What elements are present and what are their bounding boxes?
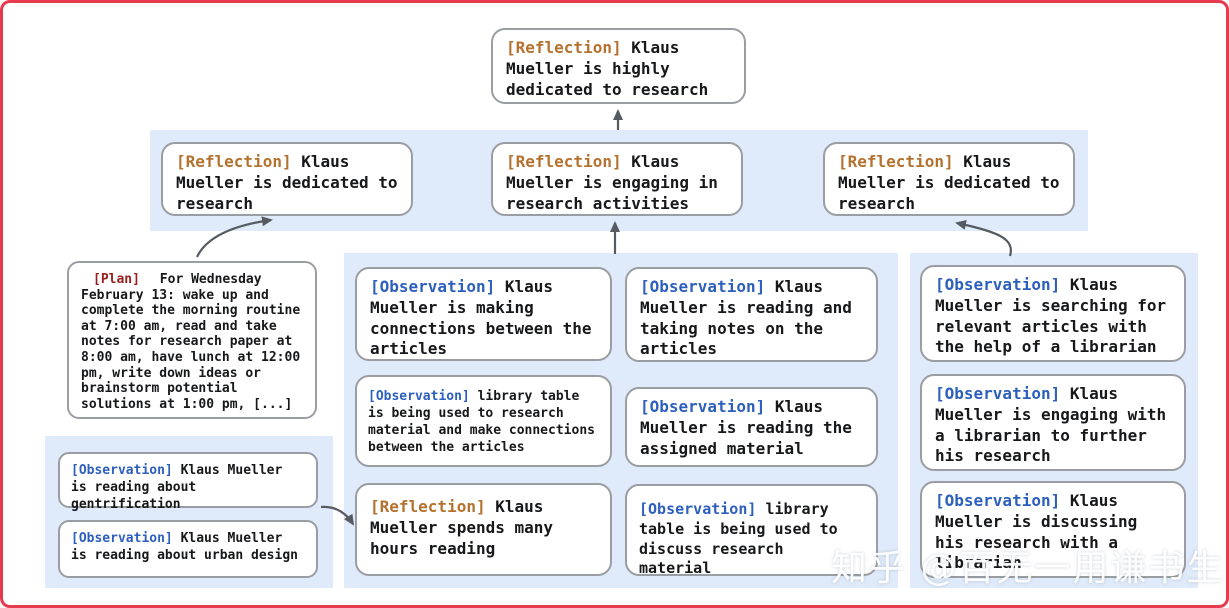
node-tag: [Observation] — [71, 463, 173, 478]
node-text: Klaus Mueller is dedicated to research — [176, 152, 398, 213]
node-tag: [Observation] — [935, 384, 1061, 403]
node-tag: [Observation] — [71, 531, 173, 546]
node-text: Klaus Mueller is highly dedicated to res… — [506, 38, 709, 99]
node-text: Klaus Mueller is discussing his research… — [935, 491, 1138, 573]
node-text: Klaus Mueller is reading and taking note… — [640, 277, 852, 359]
node-plan: [Plan] For Wednesday February 13: wake u… — [67, 261, 317, 419]
node-root-reflection: [Reflection] Klaus Mueller is highly ded… — [491, 28, 746, 104]
node-reflection-hours-reading: [Reflection] Klaus Mueller spends many h… — [355, 483, 612, 576]
node-tag: [Observation] — [640, 397, 766, 416]
zhihu-watermark: 知乎 @百无一用谦书生 — [831, 548, 1225, 589]
node-text: Klaus Mueller is engaging in research ac… — [506, 152, 718, 213]
node-tag: [Reflection] — [506, 152, 622, 171]
node-reflection-3: [Reflection] Klaus Mueller is dedicated … — [823, 142, 1075, 216]
node-text: Klaus Mueller is reading the assigned ma… — [640, 397, 852, 458]
node-tag: [Observation] — [639, 500, 757, 518]
node-observation-library-research: [Observation] library table is being use… — [355, 375, 612, 467]
node-tag: [Reflection] — [370, 497, 486, 516]
node-tag: [Reflection] — [506, 38, 622, 57]
node-tag: [Plan] — [93, 272, 140, 287]
node-tag: [Observation] — [370, 277, 496, 296]
node-observation-connections: [Observation] Klaus Mueller is making co… — [355, 267, 612, 361]
node-observation-urban-design: [Observation] Klaus Mueller is reading a… — [58, 520, 318, 578]
node-text: Klaus Mueller spends many hours reading — [370, 497, 554, 558]
node-observation-library-discuss: [Observation] library table is being use… — [625, 484, 878, 578]
node-reflection-1: [Reflection] Klaus Mueller is dedicated … — [161, 142, 413, 216]
node-text: Klaus Mueller is reading about gentrific… — [71, 463, 283, 512]
node-observation-searching-articles: [Observation] Klaus Mueller is searching… — [920, 265, 1186, 362]
node-observation-engaging-librarian: [Observation] Klaus Mueller is engaging … — [920, 374, 1186, 471]
node-tag: [Observation] — [640, 277, 766, 296]
node-observation-gentrification: [Observation] Klaus Mueller is reading a… — [58, 452, 318, 512]
node-tag: [Observation] — [368, 389, 470, 404]
node-text: Klaus Mueller is engaging with a librari… — [935, 384, 1167, 466]
node-observation-discussing-research: [Observation] Klaus Mueller is discussin… — [920, 481, 1186, 578]
node-text: Klaus Mueller is searching for relevant … — [935, 275, 1167, 357]
node-text: library table is being used to research … — [368, 389, 595, 455]
node-tag: [Observation] — [935, 491, 1061, 510]
node-text: library table is being used to discuss r… — [639, 500, 838, 578]
node-reflection-2: [Reflection] Klaus Mueller is engaging i… — [491, 142, 743, 216]
node-tag: [Observation] — [935, 275, 1061, 294]
node-text: Klaus Mueller is making connections betw… — [370, 277, 592, 359]
node-tag: [Reflection] — [838, 152, 954, 171]
node-tag: [Reflection] — [176, 152, 292, 171]
node-observation-taking-notes: [Observation] Klaus Mueller is reading a… — [625, 267, 878, 362]
node-text: Klaus Mueller is dedicated to research — [838, 152, 1060, 213]
node-observation-assigned-material: [Observation] Klaus Mueller is reading t… — [625, 387, 878, 467]
node-text: Klaus Mueller is reading about urban des… — [71, 531, 298, 563]
node-text: For Wednesday February 13: wake up and c… — [81, 272, 301, 412]
